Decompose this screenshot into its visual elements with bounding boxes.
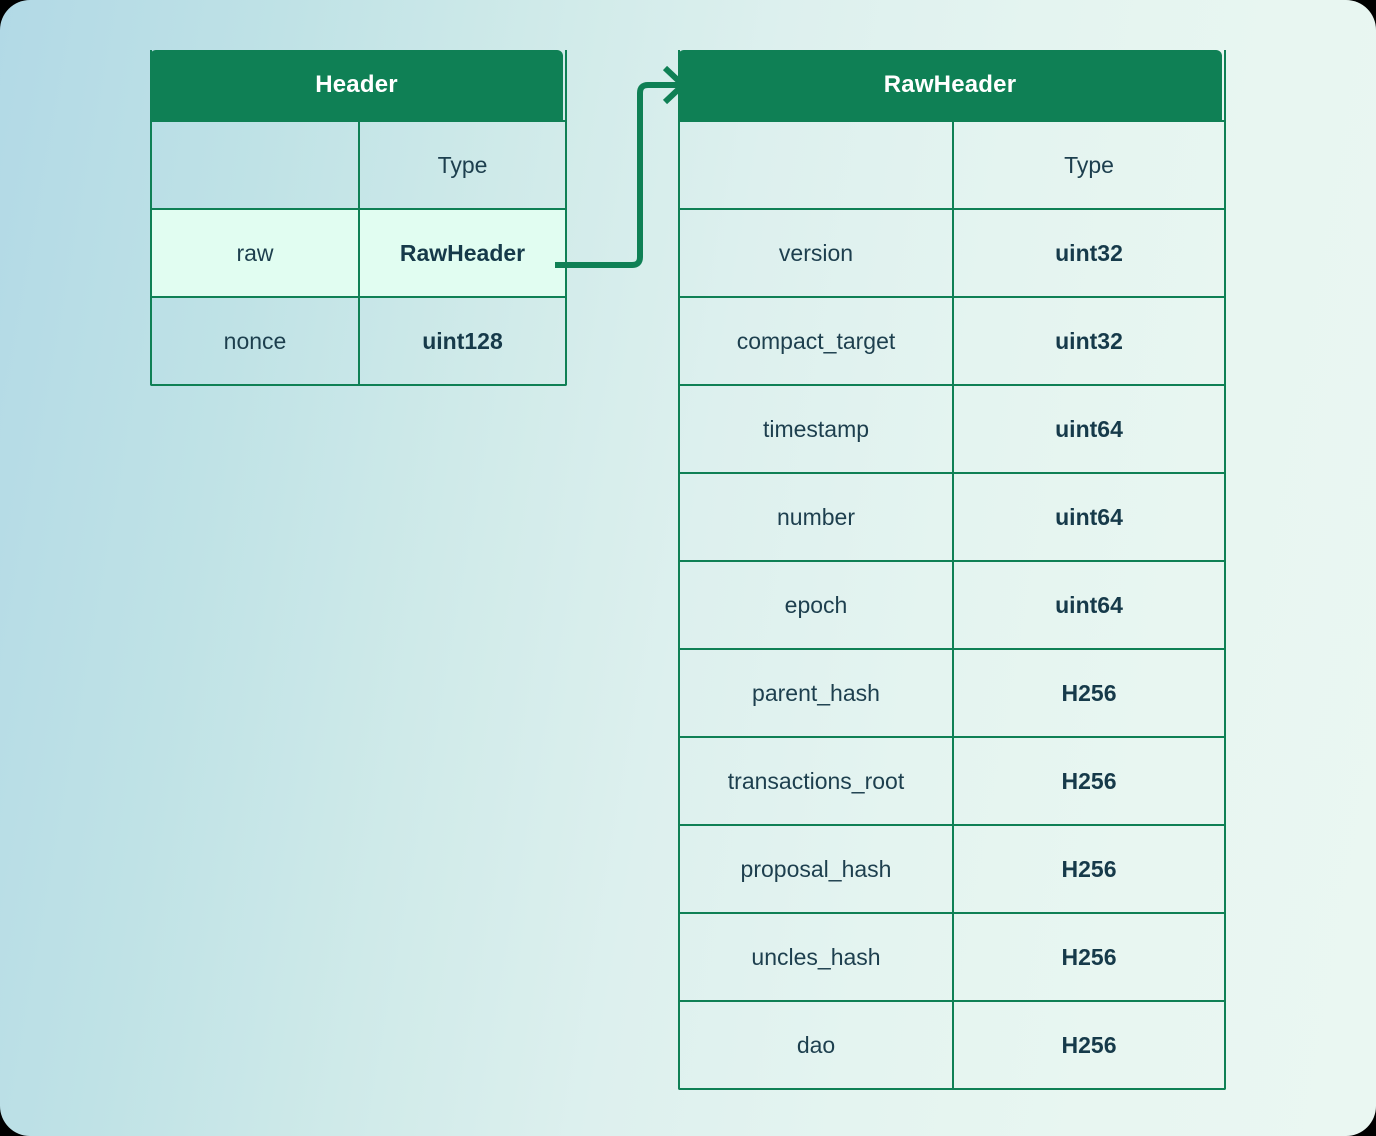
table-column-header-row: Type bbox=[152, 120, 565, 208]
table-row[interactable]: nonce uint128 bbox=[152, 296, 565, 384]
field-type: uint32 bbox=[952, 210, 1224, 296]
field-type: uint64 bbox=[952, 562, 1224, 648]
field-type: H256 bbox=[952, 1002, 1224, 1088]
table-row[interactable]: version uint32 bbox=[680, 208, 1224, 296]
table-row[interactable]: number uint64 bbox=[680, 472, 1224, 560]
table-row[interactable]: dao H256 bbox=[680, 1000, 1224, 1088]
table-column-header-row: Type bbox=[680, 120, 1224, 208]
field-type: uint64 bbox=[952, 386, 1224, 472]
field-name: raw bbox=[236, 239, 274, 266]
field-name: epoch bbox=[784, 591, 848, 618]
table-row[interactable]: uncles_hash H256 bbox=[680, 912, 1224, 1000]
field-name: uncles_hash bbox=[751, 943, 881, 970]
table-row[interactable]: epoch uint64 bbox=[680, 560, 1224, 648]
table-title-rawheader: RawHeader bbox=[678, 50, 1222, 120]
table-row[interactable]: proposal_hash H256 bbox=[680, 824, 1224, 912]
field-type: uint64 bbox=[952, 474, 1224, 560]
table-row[interactable]: raw RawHeader bbox=[152, 208, 565, 296]
column-header-type: Type bbox=[358, 122, 565, 208]
field-name: dao bbox=[796, 1031, 836, 1058]
field-type: uint128 bbox=[358, 298, 565, 384]
field-name: proposal_hash bbox=[740, 855, 892, 882]
field-type: H256 bbox=[952, 914, 1224, 1000]
field-name: parent_hash bbox=[752, 679, 880, 706]
field-type: H256 bbox=[952, 738, 1224, 824]
relationship-connector bbox=[555, 65, 688, 268]
column-header-type: Type bbox=[952, 122, 1224, 208]
field-name: version bbox=[778, 239, 854, 266]
field-name: timestamp bbox=[762, 415, 870, 442]
entity-table-header[interactable]: Header Type raw RawHeader nonce uint128 bbox=[150, 50, 567, 386]
column-header-name bbox=[152, 122, 358, 208]
table-row[interactable]: compact_target uint32 bbox=[680, 296, 1224, 384]
field-type: RawHeader bbox=[358, 210, 565, 296]
table-title-header: Header bbox=[150, 50, 563, 120]
table-row[interactable]: parent_hash H256 bbox=[680, 648, 1224, 736]
table-row[interactable]: timestamp uint64 bbox=[680, 384, 1224, 472]
field-type: uint32 bbox=[952, 298, 1224, 384]
table-row[interactable]: transactions_root H256 bbox=[680, 736, 1224, 824]
entity-table-rawheader[interactable]: RawHeader Type version uint32 compact_ta… bbox=[678, 50, 1226, 1090]
field-type: H256 bbox=[952, 826, 1224, 912]
field-type: H256 bbox=[952, 650, 1224, 736]
field-name: nonce bbox=[223, 327, 287, 354]
field-name: compact_target bbox=[736, 327, 896, 354]
column-header-name bbox=[680, 122, 952, 208]
field-name: number bbox=[777, 503, 855, 530]
field-name: transactions_root bbox=[727, 767, 905, 794]
